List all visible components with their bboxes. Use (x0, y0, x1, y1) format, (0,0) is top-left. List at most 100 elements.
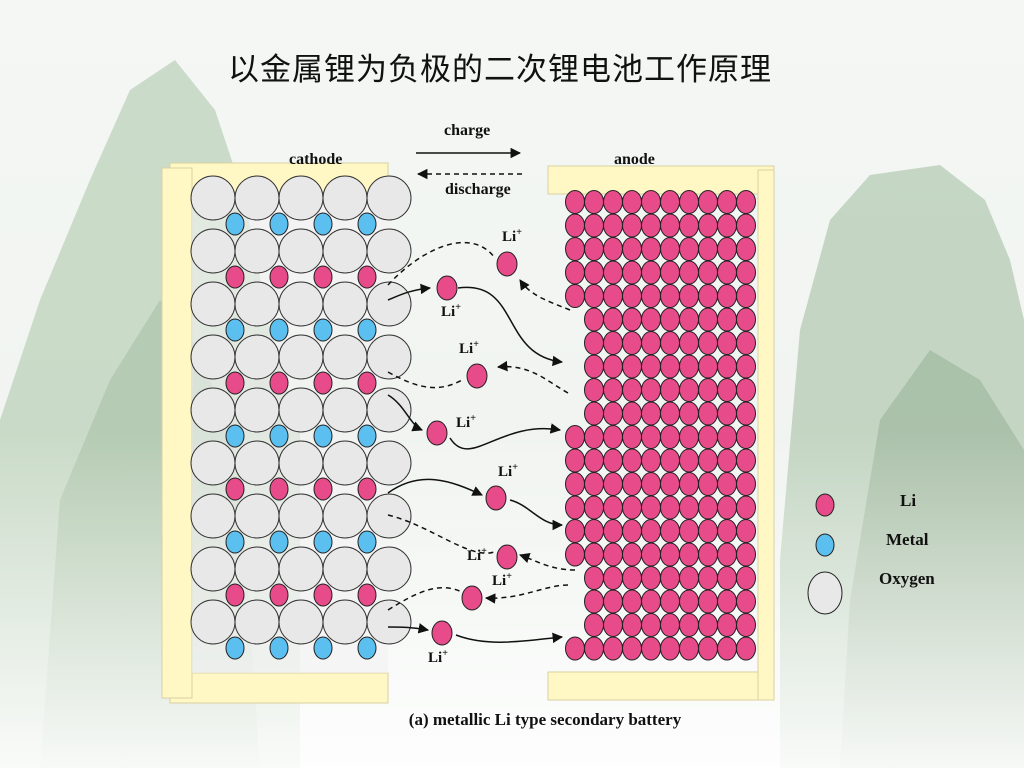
li-atom (603, 519, 623, 543)
li-atom (357, 371, 377, 395)
li-atom (717, 213, 737, 238)
oxygen-atom (366, 599, 412, 645)
li-atom (584, 401, 604, 426)
li-atom (736, 566, 756, 590)
li-atom (622, 331, 642, 355)
oxygen-atom (234, 334, 280, 380)
li-atom (603, 260, 623, 285)
li-atom (660, 213, 680, 238)
cathode-label: cathode (289, 151, 343, 168)
oxygen-atom (190, 493, 236, 539)
li-atom (622, 284, 642, 308)
li-atom (641, 613, 661, 637)
oxygen-atom (322, 546, 368, 592)
anode-lattice (565, 190, 756, 661)
li-atom (641, 378, 661, 402)
li-atom (641, 448, 661, 473)
oxygen-atom (366, 228, 412, 274)
oxygen-atom (322, 387, 368, 433)
legend-oxygen-swatch (807, 571, 843, 615)
li-ion (496, 544, 518, 570)
metal-atom (357, 636, 377, 660)
li-ion (485, 485, 507, 511)
li-atom (698, 190, 718, 214)
li-atom (357, 583, 377, 607)
li-ion-label: Li+ (498, 462, 518, 480)
li-atom (660, 354, 680, 379)
li-atom (698, 354, 718, 379)
li-atom (679, 213, 699, 238)
slide-title: 以金属锂为负极的二次锂电池工作原理 (228, 52, 772, 88)
li-atom (717, 589, 737, 614)
li-atom (584, 237, 604, 261)
li-ion-label: Li+ (502, 227, 522, 245)
li-atom (565, 448, 585, 473)
li-atom (641, 495, 661, 520)
legend-li-swatch (815, 493, 835, 517)
li-atom (584, 354, 604, 379)
li-atom (641, 542, 661, 567)
li-atom (565, 636, 585, 661)
li-atom (584, 566, 604, 590)
li-atom (641, 307, 661, 332)
li-atom (622, 519, 642, 543)
li-atom (717, 237, 737, 261)
metal-atom (357, 212, 377, 236)
li-atom (603, 613, 623, 637)
li-atom (698, 519, 718, 543)
li-atom (679, 237, 699, 261)
li-atom (717, 613, 737, 637)
li-atom (565, 190, 585, 214)
li-atom (603, 284, 623, 308)
figure-caption: (a) metallic Li type secondary battery (408, 710, 682, 729)
li-atom (565, 425, 585, 449)
li-atom (660, 237, 680, 261)
li-atom (698, 284, 718, 308)
li-atom (736, 354, 756, 379)
oxygen-atom (234, 281, 280, 327)
metal-atom (313, 424, 333, 448)
li-atom (622, 448, 642, 473)
li-atom (603, 636, 623, 661)
li-atom (603, 566, 623, 590)
li-ion-label: Li+ (441, 302, 461, 320)
li-atom (269, 371, 289, 395)
li-atom (736, 636, 756, 661)
li-atom (622, 589, 642, 614)
li-atom (698, 472, 718, 496)
li-atom (679, 307, 699, 332)
li-atom (660, 542, 680, 567)
oxygen-atom (322, 440, 368, 486)
metal-atom (313, 318, 333, 342)
li-ion-label: Li+ (467, 546, 487, 564)
metal-atom (269, 212, 289, 236)
oxygen-atom (278, 546, 324, 592)
li-atom (622, 566, 642, 590)
li-atom (584, 284, 604, 308)
li-atom (660, 636, 680, 661)
oxygen-atom (322, 175, 368, 221)
li-atom (622, 190, 642, 214)
oxygen-atom (278, 228, 324, 274)
li-atom (622, 237, 642, 261)
oxygen-atom (322, 599, 368, 645)
li-atom (622, 354, 642, 379)
metal-atom (225, 318, 245, 342)
li-atom (622, 260, 642, 285)
li-atom (622, 401, 642, 426)
li-atom (698, 613, 718, 637)
li-atom (622, 636, 642, 661)
li-atom (736, 448, 756, 473)
metal-atom (313, 530, 333, 554)
li-atom (717, 425, 737, 449)
oxygen-atom (234, 493, 280, 539)
oxygen-atom (278, 175, 324, 221)
metal-atom (313, 636, 333, 660)
li-atom (603, 307, 623, 332)
li-atom (679, 401, 699, 426)
li-atom (717, 519, 737, 543)
li-atom (736, 589, 756, 614)
oxygen-atom (366, 546, 412, 592)
li-atom (641, 331, 661, 355)
oxygen-atom (190, 281, 236, 327)
